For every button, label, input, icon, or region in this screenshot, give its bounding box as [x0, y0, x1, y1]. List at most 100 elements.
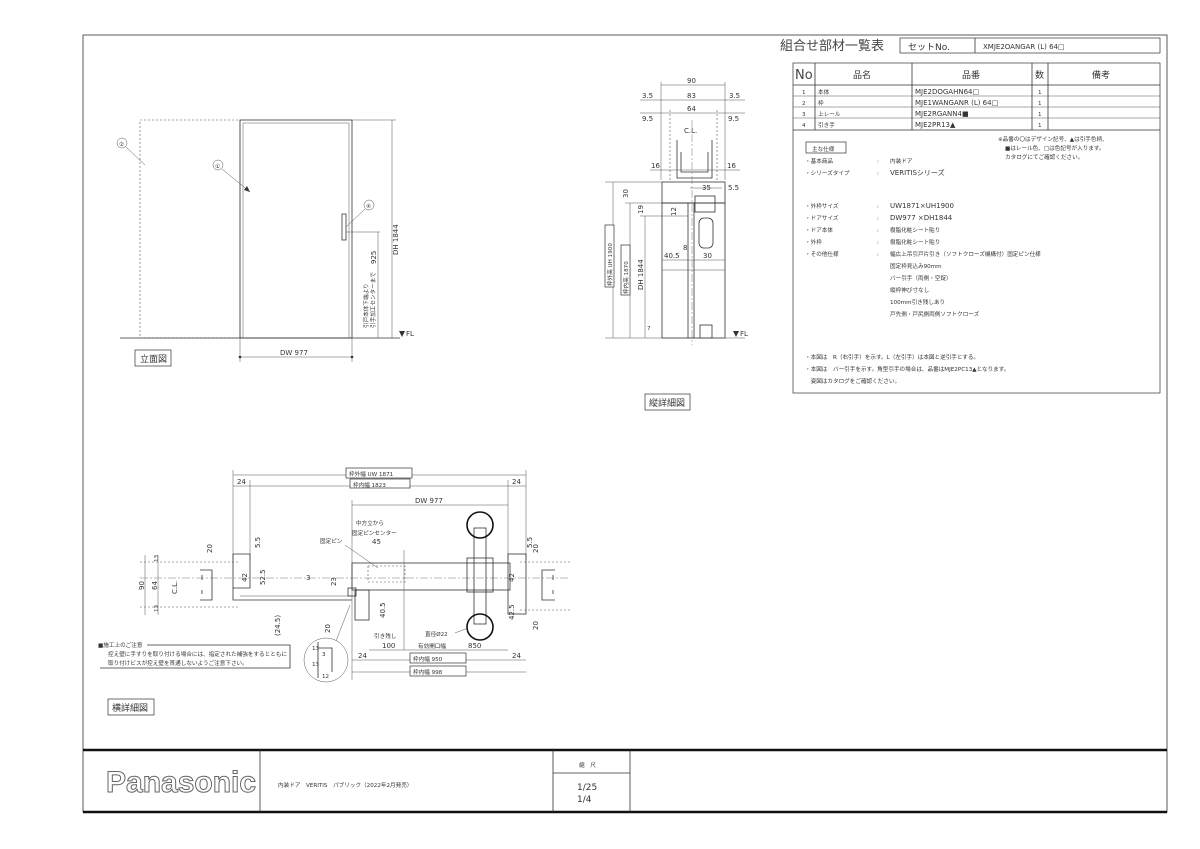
callout-4 — [363, 199, 375, 211]
uh-label-box — [604, 224, 615, 288]
dim-label: 23 — [330, 577, 338, 586]
center-line-label: C.L. — [171, 581, 179, 594]
dim-label: 30 — [703, 252, 712, 260]
soft-close-unit — [698, 217, 714, 249]
row-part: MJE2DOGAHN64□ — [915, 88, 979, 96]
fixed-pin-label: 固定ピン — [320, 537, 343, 545]
dim-label: 13 — [312, 662, 320, 668]
row-name: 枠 — [818, 99, 824, 107]
fixed-pin — [347, 587, 357, 597]
set-no-label: セットNo. — [908, 42, 950, 53]
vertical-section-view: 90 3.5 83 3.5 9.5 64 9.5 C.L. 16 16 35 5… — [604, 77, 748, 411]
spec-value: VERITISシリーズ — [890, 168, 945, 177]
horizontal-section-label-box — [107, 698, 155, 716]
dim-label: DH 1844 — [637, 259, 645, 290]
dim-label: 枠内幅 1823 — [353, 481, 386, 489]
dim-label: 24 — [512, 478, 521, 486]
dim-label: 5.5 — [526, 537, 534, 548]
dim-label: 5.5 — [728, 184, 739, 192]
remark-line: 姿図はカタログをご確認ください。 — [805, 377, 900, 385]
dim-label: 42.5 — [508, 604, 516, 620]
dim-label: 13 — [312, 646, 320, 652]
dim-label: 100 — [382, 642, 395, 650]
callout-1-label: ① — [215, 163, 220, 170]
spec-label: ・外枠サイズ — [805, 202, 839, 210]
row-no: 1 — [802, 90, 806, 96]
spec-label: ・ドアサイズ — [805, 214, 839, 222]
fl-label: FL — [406, 330, 414, 338]
spec-label: ・ドア本体 — [805, 226, 833, 234]
spec-value: DW977 ×DH1844 — [890, 214, 953, 222]
panasonic-logo: Panasonic — [106, 766, 256, 799]
dim-label: 42 — [241, 573, 249, 582]
handle-height-dimension: 925 — [370, 251, 378, 264]
spec-colon: : — [877, 171, 879, 177]
spec-value: 戸先側・戸尻側両側ソフトクローズ — [890, 310, 980, 318]
elevation-view: ② ① ④ DW 977 DH 1844 925 引戸本体下端より 引手加工セン… — [116, 119, 414, 367]
table-row: 1 本体 MJE2DOGAHN64□ 1 — [802, 88, 1042, 96]
row-part: MJE1WANGANR (L) 64□ — [915, 99, 998, 107]
title-block: Panasonic 内装ドア VERITIS パブリック（2022年2月発売） … — [83, 748, 1167, 814]
spec-label: ・外枠 — [805, 238, 822, 246]
row-qty: 1 — [1038, 90, 1042, 96]
table-row: 3 上レール MJE2RGANN4■ 1 — [802, 110, 1042, 118]
spec-colon: : — [877, 204, 879, 210]
dim-label: 12 — [322, 674, 329, 680]
bar-handle — [341, 213, 347, 241]
row-part: MJE2RGANN4■ — [915, 110, 969, 118]
part-note: カタログにてご確認ください。 — [1005, 153, 1083, 161]
row-part: MJE2PR13▲ — [915, 121, 956, 129]
caution-note: ■施工上のご注意 控え壁に手すりを取り付ける場合には、指定された補強をするととも… — [97, 640, 291, 669]
spec-colon: : — [877, 216, 879, 222]
dim-label: 20 — [206, 544, 214, 553]
dim-label: 7 — [647, 326, 651, 332]
column-header-name: 品名 — [853, 69, 871, 81]
dim-label: 19 — [637, 205, 645, 214]
dim-label: 枠内幅 998 — [413, 668, 443, 676]
dim-label: 9.5 — [728, 115, 739, 123]
wall-channel-left — [200, 569, 213, 601]
spec-value: バー引手（両側・空錠） — [890, 274, 952, 282]
row-name: 引き手 — [818, 121, 835, 129]
door-panel-plan — [351, 562, 511, 591]
handle-end — [466, 613, 494, 641]
product-title: 内装ドア VERITIS パブリック（2022年2月発売） — [278, 781, 412, 789]
head-frame — [661, 181, 726, 204]
main-spec-label: 主な仕様 — [812, 145, 835, 153]
column-header-part-number: 品番 — [962, 69, 980, 81]
horizontal-section-view: 枠外幅 UW 1871 枠内幅 1823 24 24 DW 977 中方立から … — [107, 467, 570, 716]
spec-value: 樹脂化粧シート貼り — [890, 226, 940, 234]
column-header-remarks: 備考 — [1092, 69, 1110, 81]
handle-diameter-label: 直径Ø22 — [425, 630, 448, 638]
spec-colon: : — [877, 228, 879, 234]
column-header-no: No — [795, 68, 813, 83]
fl-marker-icon — [733, 331, 739, 337]
roller-hanger — [694, 195, 716, 213]
callout-4-label: ④ — [366, 203, 371, 210]
dw-dimension: DW 977 — [280, 349, 308, 357]
row-name: 上レール — [818, 110, 841, 118]
dim-label: 83 — [687, 92, 696, 100]
handle-end — [466, 511, 494, 539]
jamb-frame — [661, 202, 726, 339]
part-note: ※品番の〇はデザイン記号、▲は引手色柄、 — [998, 135, 1108, 143]
wall-channel-right — [541, 569, 555, 601]
dim-label: 枠内高 1870 — [622, 261, 630, 294]
bar-handle-plan — [473, 527, 487, 625]
dim-label: 3 — [306, 574, 310, 582]
dim-label: 90 — [687, 77, 696, 85]
fl-label: FL — [740, 330, 748, 338]
vertical-section-label: 縦詳細図 — [649, 397, 685, 409]
spec-value: 幅広上吊引戸片引き（ソフトクローズ機構付）固定ピン仕様 — [890, 250, 1041, 258]
callout-1 — [212, 159, 224, 171]
dim-label: 35 — [702, 184, 711, 192]
callout-2 — [116, 137, 128, 149]
dim-label: 20 — [324, 624, 332, 633]
dim-label: 枠外高 UH 1900 — [606, 243, 614, 286]
row-name: 本体 — [818, 88, 830, 96]
dim-label: 52.5 — [259, 569, 267, 585]
dim-label: DW 977 — [415, 497, 443, 505]
dim-label: 40.5 — [379, 602, 387, 618]
dim-label: 13 — [154, 554, 160, 562]
